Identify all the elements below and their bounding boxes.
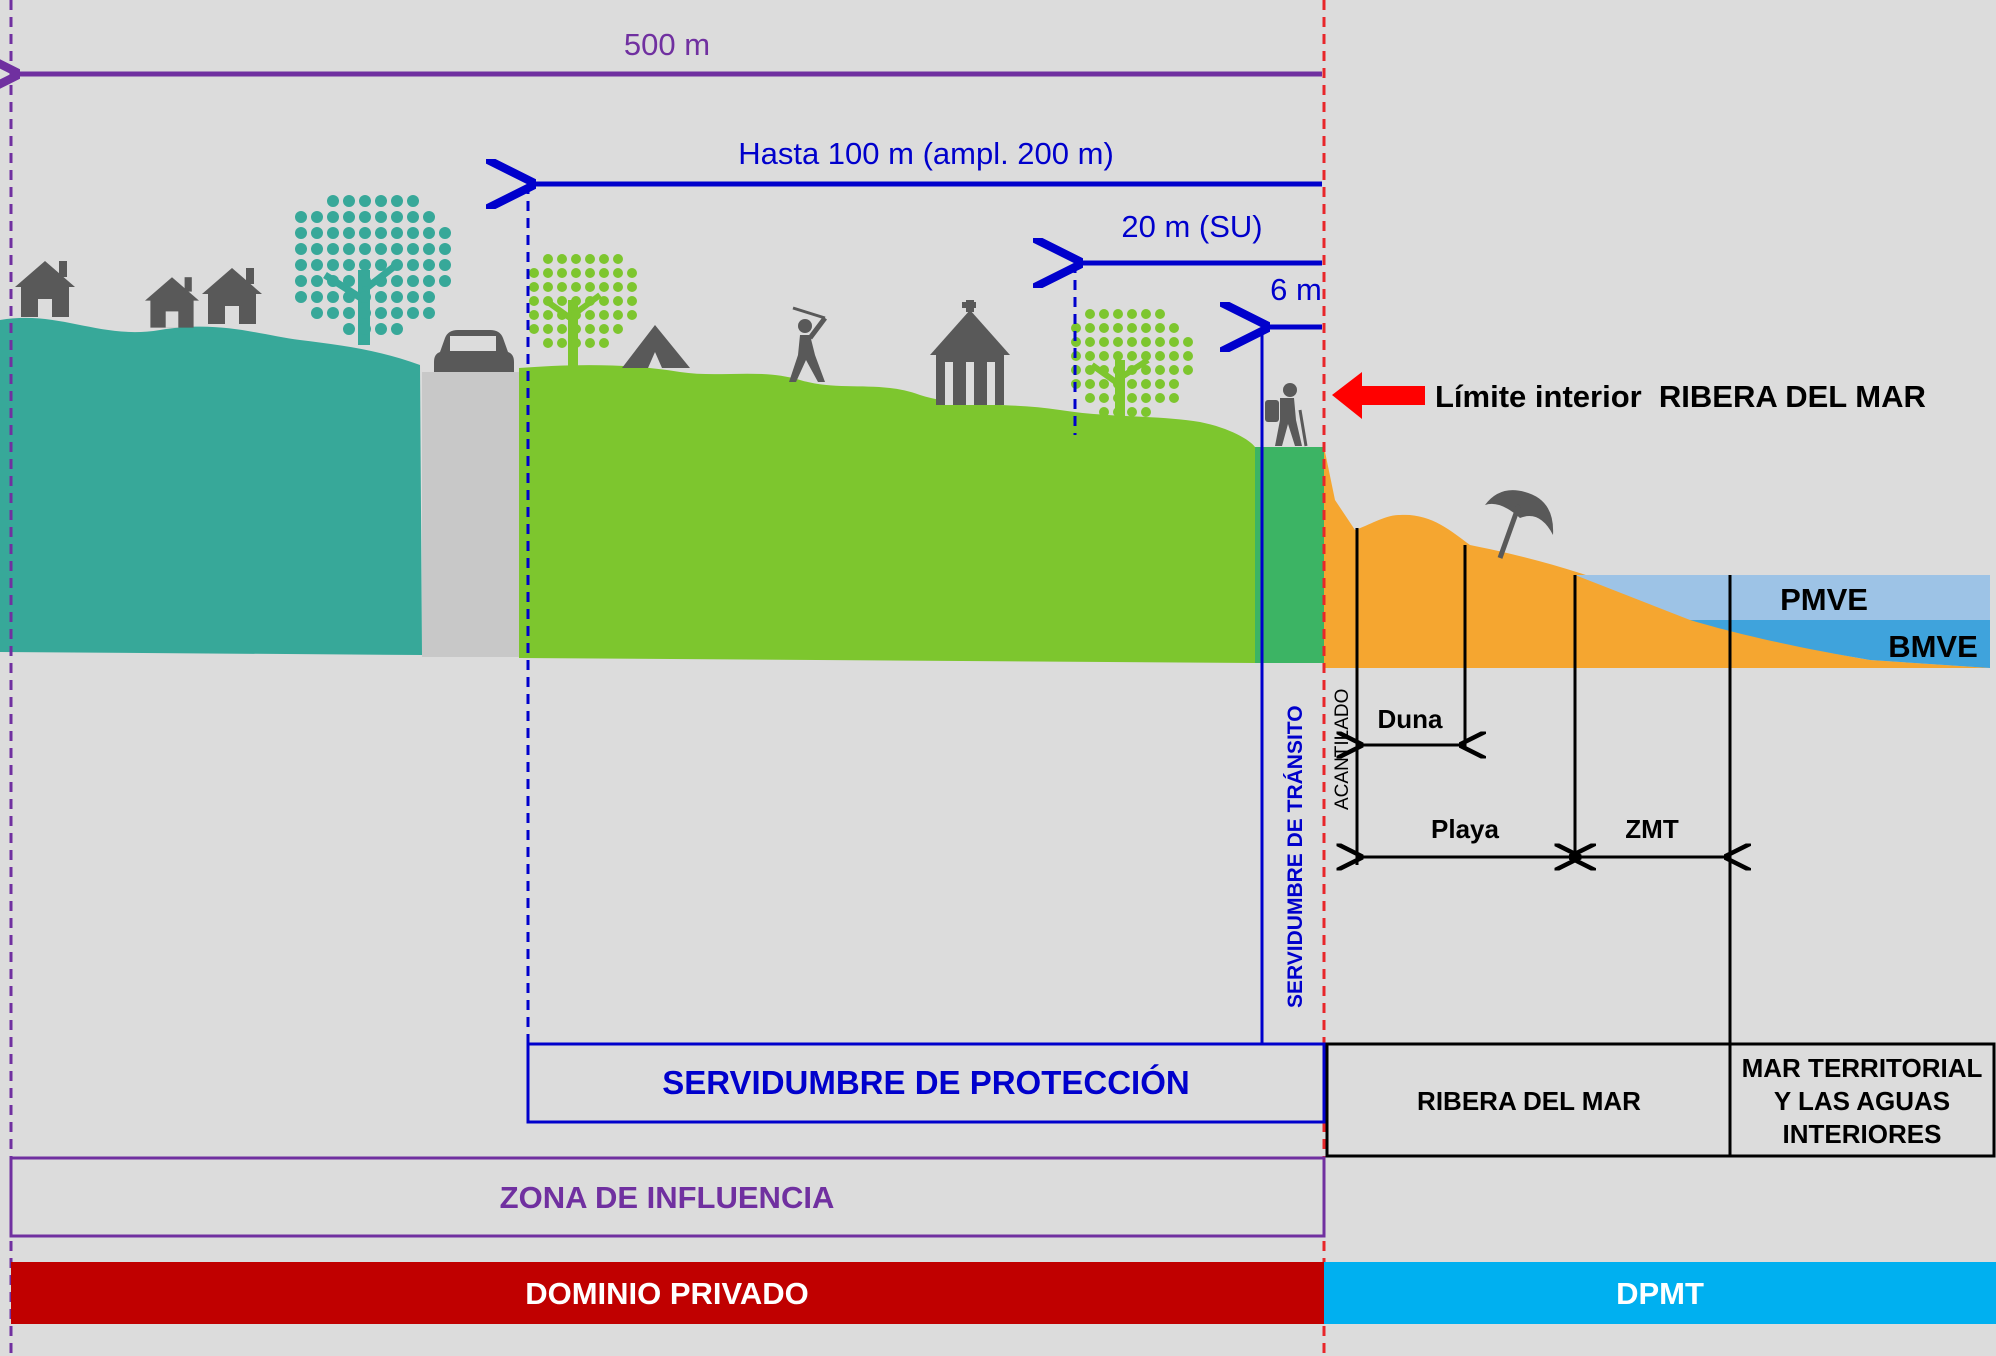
beach-dune (1324, 447, 1990, 668)
icons (15, 195, 1554, 559)
road (422, 372, 519, 657)
privado-label: DOMINIO PRIVADO (525, 1276, 809, 1311)
duna-label: Duna (1378, 704, 1444, 734)
tent-icon (622, 325, 690, 368)
urban-land (0, 317, 422, 655)
landscape (0, 317, 1990, 668)
bmve-label: BMVE (1888, 629, 1978, 664)
pmve-label: PMVE (1780, 582, 1868, 617)
label-100m: Hasta 100 m (ampl. 200 m) (738, 136, 1114, 171)
house-icon (145, 277, 199, 328)
mar-label-1: MAR TERRITORIAL (1742, 1053, 1983, 1083)
dpmt-bar (1324, 1262, 1996, 1324)
mar-label-2: Y LAS AGUAS (1774, 1086, 1950, 1116)
house-icon (202, 268, 262, 324)
influencia-box (9, 1156, 1326, 1238)
tree-icon (295, 195, 451, 345)
beach-features (1357, 528, 1730, 1044)
tree-icon (529, 254, 637, 370)
label-500m: 500 m (624, 27, 710, 62)
umbrella-icon (1485, 490, 1554, 559)
label-20m: 20 m (SU) (1121, 209, 1262, 244)
privado-bar (11, 1262, 1324, 1324)
sea-low-tide (1690, 620, 1990, 668)
sea-high-tide (1575, 575, 1990, 620)
proteccion-label: SERVIDUMBRE DE PROTECCIÓN (662, 1064, 1189, 1101)
proteccion-box (526, 1042, 1326, 1124)
red-arrow-icon (1332, 372, 1425, 419)
zmt-label: ZMT (1625, 814, 1679, 844)
car-icon (434, 330, 514, 372)
influencia-label: ZONA DE INFLUENCIA (500, 1180, 835, 1215)
playa-label: Playa (1431, 814, 1499, 844)
dpmt-label: DPMT (1616, 1276, 1704, 1311)
house-icon (15, 261, 75, 317)
tree-icon (1071, 309, 1193, 425)
hiker-icon (1265, 383, 1308, 447)
label-6m: 6 m (1270, 272, 1322, 307)
golfer-icon (789, 306, 827, 382)
rural-land (519, 365, 1255, 663)
ribera-label: RIBERA DEL MAR (1417, 1086, 1641, 1116)
mar-label-3: INTERIORES (1783, 1119, 1942, 1149)
transit-strip (1255, 447, 1324, 663)
acantilado-label: ACANTILADO (1332, 689, 1353, 810)
servidumbre-transito-label: SERVIDUMBRE DE TRÁNSITO (1284, 705, 1307, 1008)
mar-box (1728, 1042, 1996, 1158)
circus-tent-icon (930, 300, 1010, 405)
limit-label: Límite interior RIBERA DEL MAR (1435, 379, 1926, 414)
